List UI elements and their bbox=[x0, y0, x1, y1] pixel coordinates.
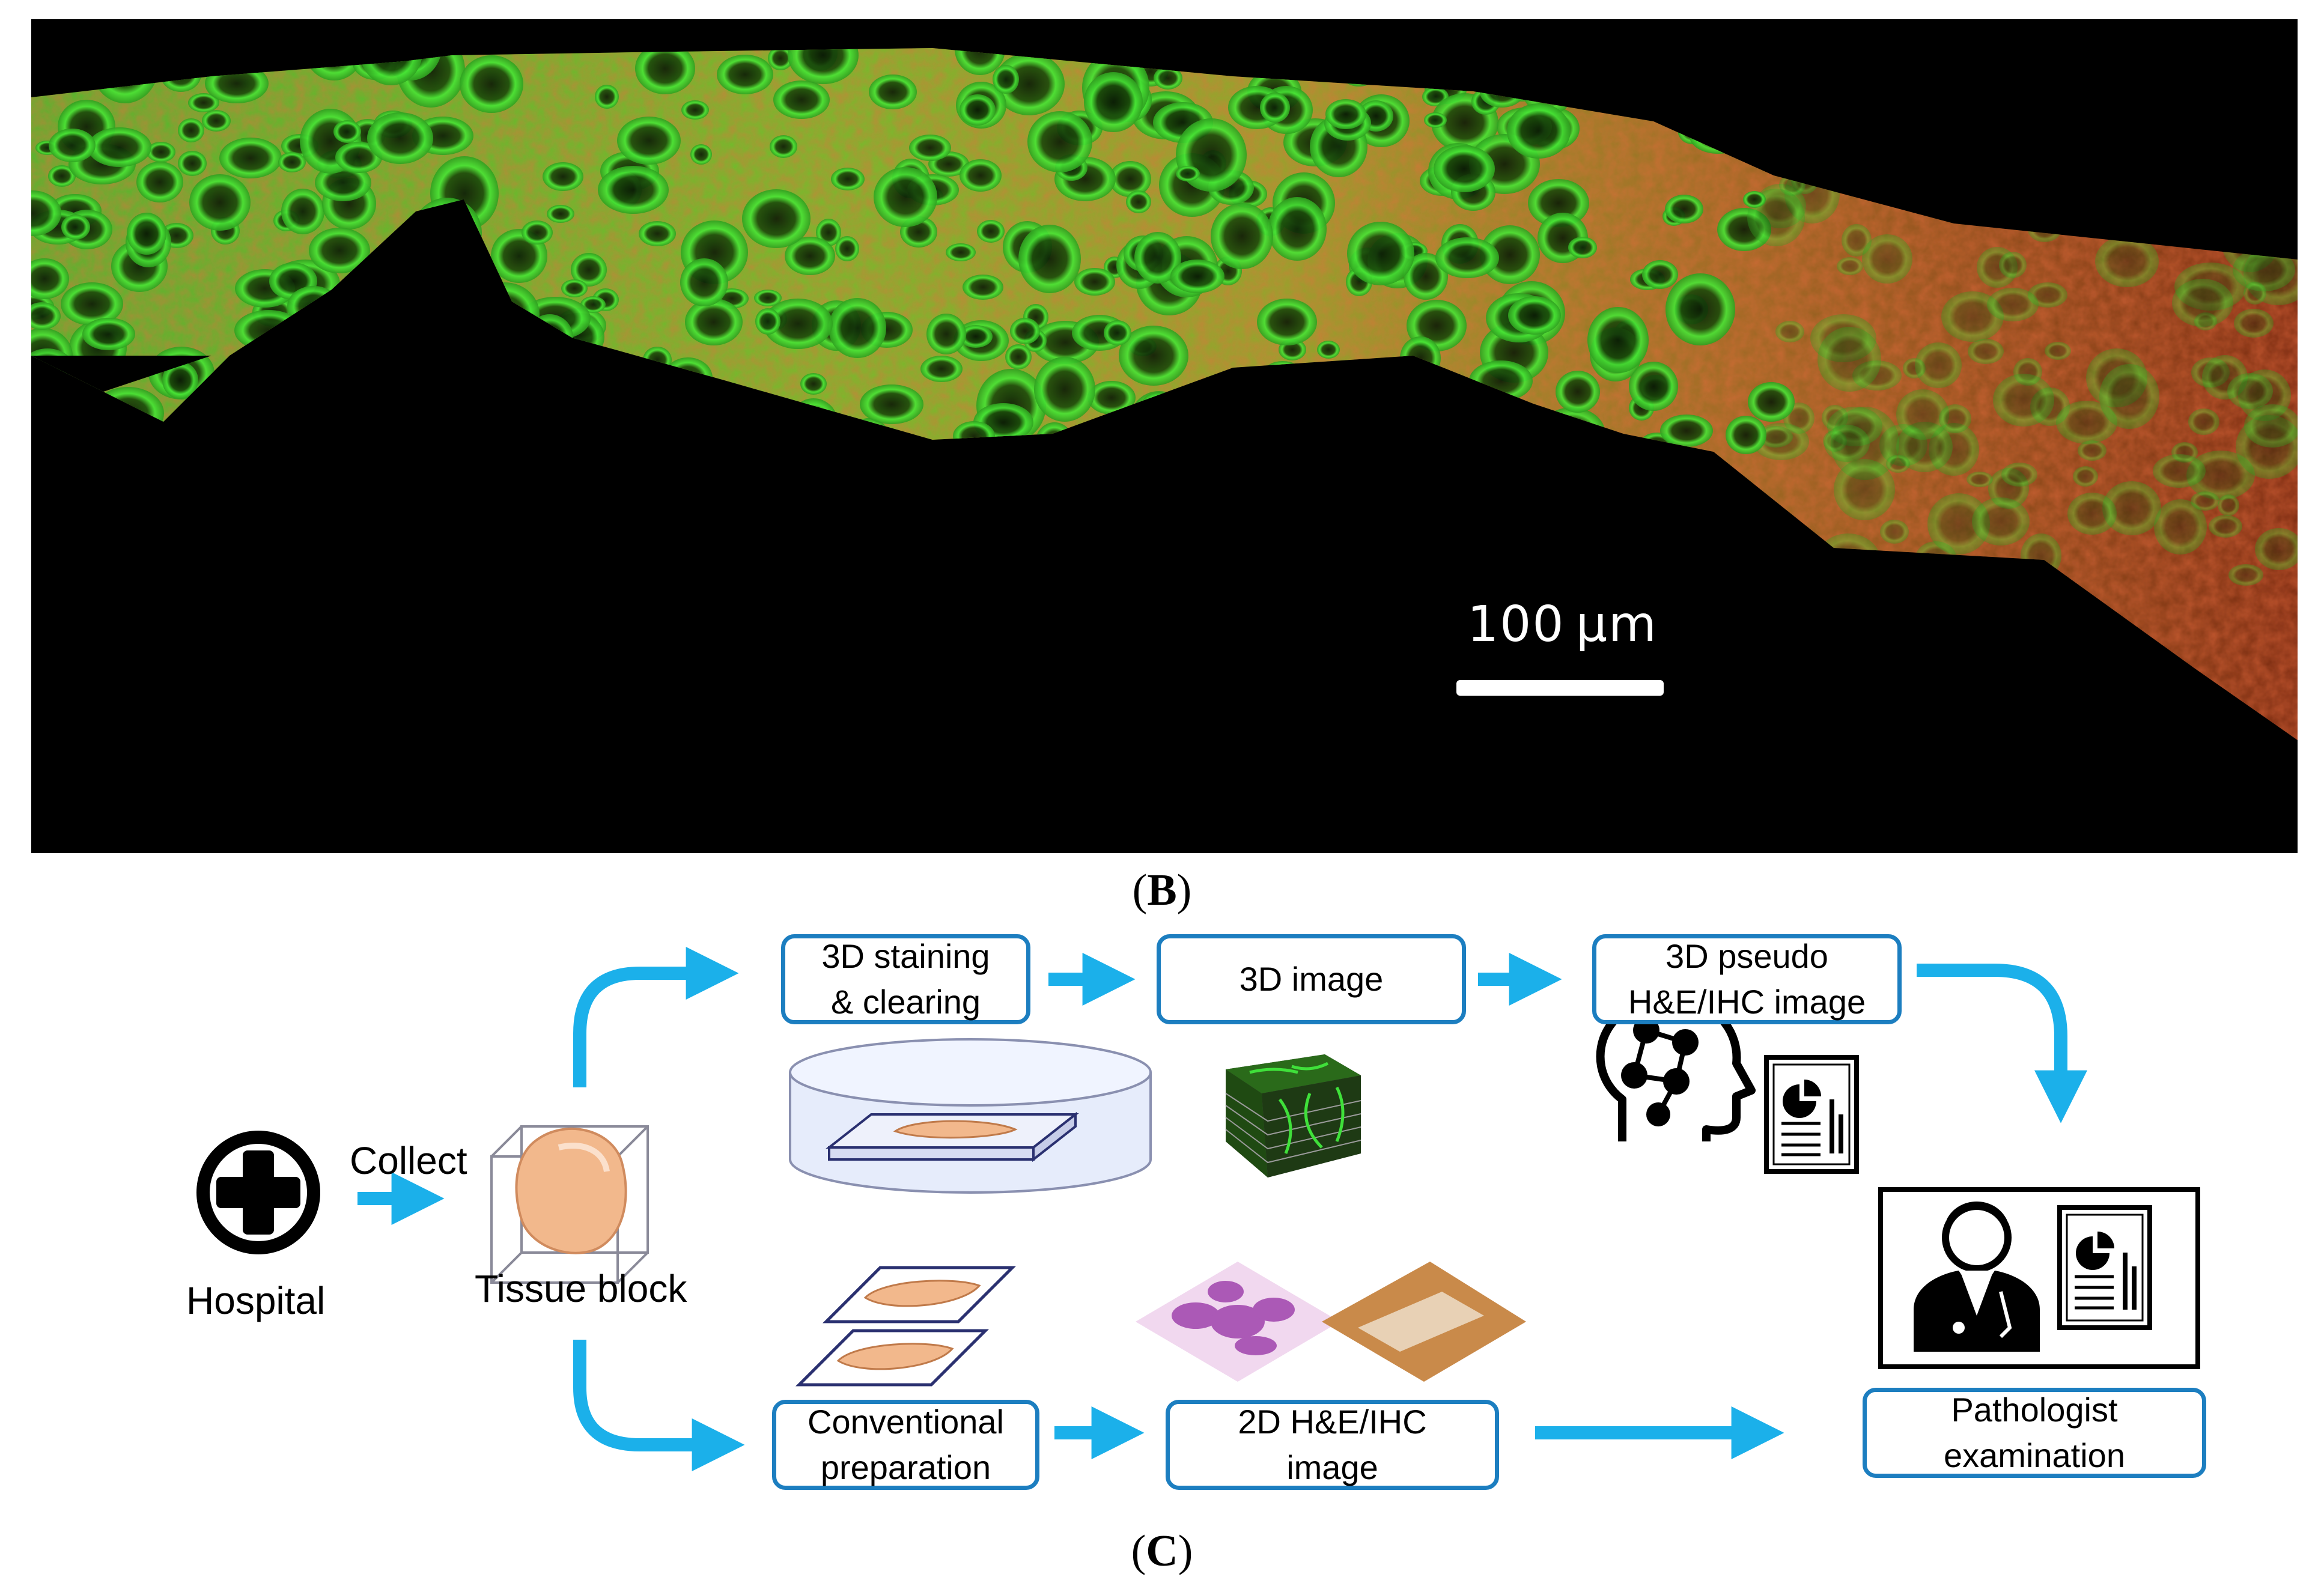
scale-bar-label: 100 μm bbox=[1467, 596, 1658, 653]
arrow-to-pathologist bbox=[1917, 964, 2087, 1123]
box-3d-staining: 3D staining & clearing bbox=[781, 934, 1030, 1024]
hospital-cross-icon bbox=[196, 1131, 320, 1254]
tissue-block-label: Tissue block bbox=[475, 1267, 687, 1310]
arrow-to-conventional bbox=[573, 1340, 745, 1471]
box-3d-pseudo: 3D pseudo H&E/IHC image bbox=[1592, 934, 1902, 1024]
ihc-slide-icon bbox=[1322, 1262, 1526, 1382]
box-3d-image: 3D image bbox=[1157, 934, 1466, 1024]
he-slide-icon bbox=[1136, 1262, 1340, 1382]
box-conventional: Conventional preparation bbox=[772, 1400, 1039, 1490]
scale-bar bbox=[1456, 680, 1664, 696]
hospital-label: Hospital bbox=[186, 1279, 326, 1322]
3d-image-stack-icon bbox=[1225, 1054, 1361, 1177]
staining-dish-icon bbox=[789, 1038, 1152, 1194]
collect-label: Collect bbox=[350, 1139, 467, 1182]
panel-label-b: (B) bbox=[1132, 866, 1192, 915]
box-2d-image: 2D H&E/IHC image bbox=[1166, 1400, 1499, 1490]
fluorescence-micrograph: 100 μm bbox=[31, 19, 2298, 853]
tissue-block-icon bbox=[490, 1125, 649, 1284]
pathologist-icon bbox=[1878, 1187, 2200, 1369]
panel-label-c: (C) bbox=[1131, 1527, 1193, 1576]
tissue-slides-icon bbox=[795, 1266, 1017, 1387]
micrograph-svg bbox=[31, 48, 2298, 740]
arrow-to-staining bbox=[573, 947, 739, 1087]
box-pathologist: Pathologist examination bbox=[1863, 1388, 2206, 1478]
report-icon bbox=[1764, 1055, 1859, 1174]
